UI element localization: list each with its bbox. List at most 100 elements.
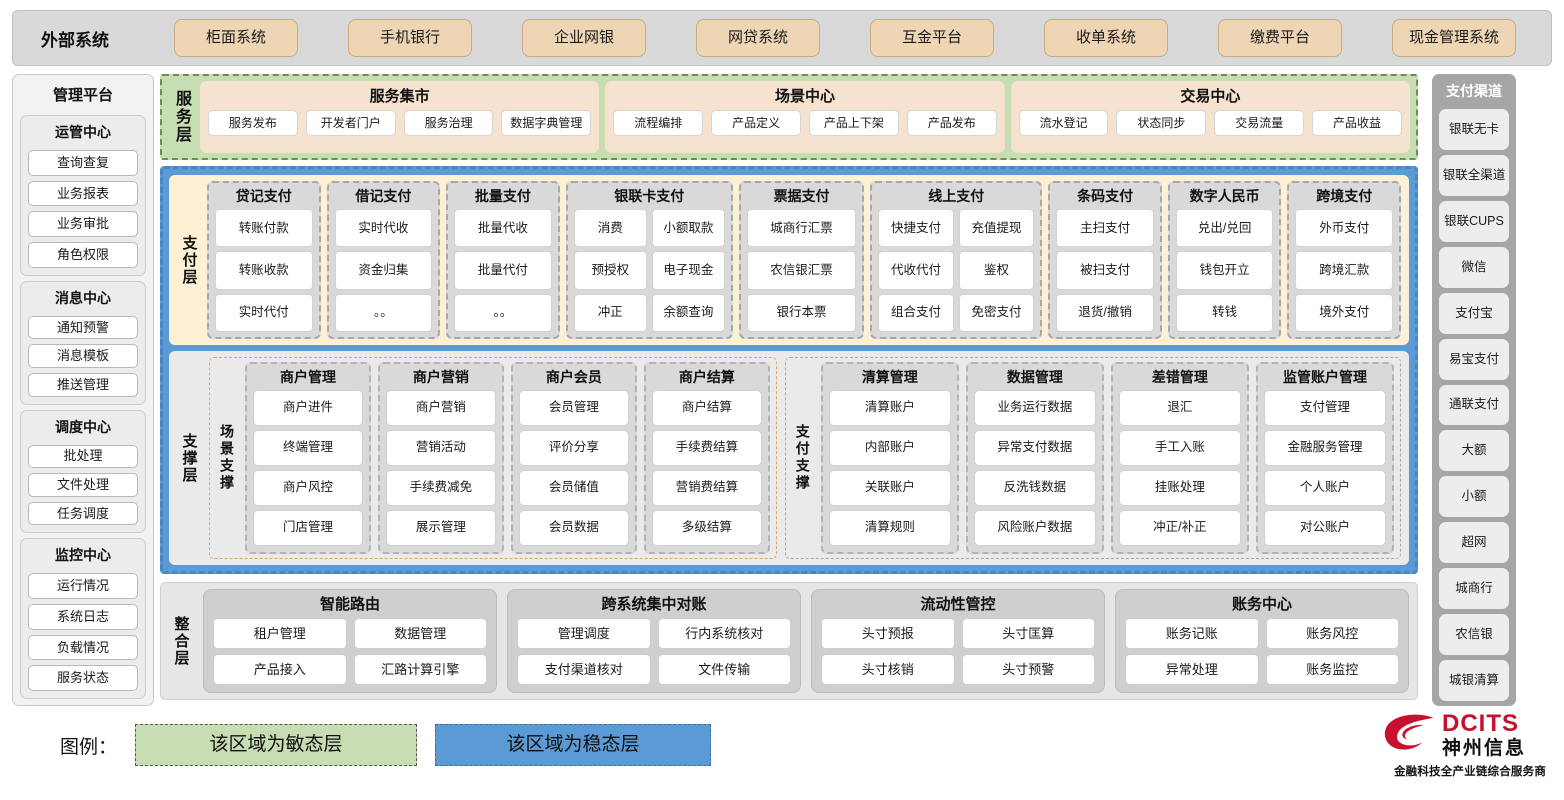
payment-item[interactable]: 消费	[573, 209, 647, 248]
payment-item[interactable]: 转账付款	[215, 209, 313, 248]
payment-item[interactable]: 批量代付	[454, 251, 552, 290]
payment-channel-item[interactable]: 大额	[1439, 430, 1509, 472]
payment-item[interactable]: 农信银汇票	[746, 251, 857, 290]
integration-item[interactable]: 头寸核销	[821, 654, 955, 685]
integration-item[interactable]: 租户管理	[213, 618, 347, 649]
payment-item[interactable]: 资金归集	[334, 251, 433, 290]
external-system-chip[interactable]: 手机银行	[348, 19, 472, 57]
integration-item[interactable]: 文件传输	[657, 654, 791, 685]
support-item[interactable]: 清算规则	[828, 510, 951, 546]
payment-item[interactable]: 城商行汇票	[746, 209, 857, 248]
integration-item[interactable]: 头寸预报	[821, 618, 955, 649]
payment-item[interactable]: 钱包开立	[1175, 251, 1274, 290]
support-item[interactable]: 会员储值	[518, 470, 629, 506]
support-item[interactable]: 商户结算	[651, 390, 762, 426]
support-item[interactable]: 门店管理	[253, 510, 363, 546]
payment-item[interactable]: 退货/撤销	[1056, 293, 1154, 332]
payment-item[interactable]: 冲正	[573, 293, 647, 332]
payment-item[interactable]: 转账收款	[215, 251, 313, 290]
service-item[interactable]: 交易流量	[1214, 110, 1305, 136]
payment-channel-item[interactable]: 通联支付	[1439, 384, 1509, 426]
external-system-chip[interactable]: 柜面系统	[174, 19, 298, 57]
support-item[interactable]: 多级结算	[651, 510, 762, 546]
support-item[interactable]: 展示管理	[385, 510, 496, 546]
payment-channel-item[interactable]: 银联CUPS	[1439, 200, 1509, 242]
payment-channel-item[interactable]: 城商行	[1439, 568, 1509, 610]
support-item[interactable]: 评价分享	[518, 430, 629, 466]
integration-item[interactable]: 行内系统核对	[657, 618, 791, 649]
integration-item[interactable]: 管理调度	[517, 618, 651, 649]
support-item[interactable]: 营销活动	[385, 430, 496, 466]
management-item[interactable]: 消息模板	[28, 344, 138, 368]
external-system-chip[interactable]: 互金平台	[870, 19, 994, 57]
payment-channel-item[interactable]: 银联无卡	[1439, 109, 1509, 150]
integration-item[interactable]: 异常处理	[1125, 654, 1259, 685]
payment-item[interactable]: 银行本票	[746, 293, 857, 332]
service-item[interactable]: 状态同步	[1116, 110, 1207, 136]
payment-item[interactable]: 跨境汇款	[1295, 251, 1393, 290]
support-item[interactable]: 冲正/补正	[1118, 510, 1241, 546]
payment-channel-item[interactable]: 银联全渠道	[1439, 154, 1509, 196]
service-item[interactable]: 流水登记	[1018, 110, 1109, 136]
payment-item[interactable]: 境外支付	[1295, 293, 1393, 332]
service-item[interactable]: 开发者门户	[305, 110, 396, 136]
integration-item[interactable]: 汇路计算引擎	[353, 654, 487, 685]
management-item[interactable]: 业务审批	[28, 211, 138, 238]
payment-channel-item[interactable]: 易宝支付	[1439, 338, 1509, 380]
external-system-chip[interactable]: 缴费平台	[1218, 19, 1342, 57]
payment-channel-item[interactable]: 小额	[1439, 476, 1509, 518]
service-item[interactable]: 产品收益	[1312, 110, 1402, 136]
payment-channel-item[interactable]: 农信银	[1439, 614, 1509, 656]
external-system-chip[interactable]: 网贷系统	[696, 19, 820, 57]
support-item[interactable]: 商户风控	[253, 470, 363, 506]
payment-item[interactable]: 小额取款	[651, 209, 725, 248]
integration-item[interactable]: 账务风控	[1265, 618, 1399, 649]
support-item[interactable]: 关联账户	[828, 470, 951, 506]
payment-item[interactable]: 。。	[334, 293, 433, 332]
service-item[interactable]: 流程编排	[613, 110, 704, 136]
payment-item[interactable]: 组合支付	[878, 293, 954, 332]
support-item[interactable]: 会员管理	[518, 390, 629, 426]
management-item[interactable]: 业务报表	[28, 180, 138, 207]
support-item[interactable]: 清算账户	[828, 390, 951, 426]
support-item[interactable]: 挂账处理	[1118, 470, 1241, 506]
payment-item[interactable]: 主扫支付	[1056, 209, 1154, 248]
payment-item[interactable]: 转钱	[1175, 293, 1274, 332]
management-item[interactable]: 通知预警	[28, 315, 138, 340]
external-system-chip[interactable]: 现金管理系统	[1392, 19, 1516, 57]
support-item[interactable]: 营销费结算	[651, 470, 762, 506]
support-item[interactable]: 手续费减免	[385, 470, 496, 506]
service-item[interactable]: 产品定义	[711, 110, 801, 136]
management-item[interactable]: 角色权限	[28, 242, 138, 268]
payment-item[interactable]: 充值提现	[958, 209, 1035, 248]
support-item[interactable]: 终端管理	[253, 430, 363, 466]
payment-item[interactable]: 实时代付	[215, 293, 313, 332]
management-item[interactable]: 文件处理	[28, 473, 138, 497]
payment-item[interactable]: 实时代收	[334, 209, 433, 248]
support-item[interactable]: 风险账户数据	[973, 510, 1096, 546]
integration-item[interactable]: 支付渠道核对	[517, 654, 651, 685]
support-item[interactable]: 业务运行数据	[973, 390, 1096, 426]
integration-item[interactable]: 账务记账	[1125, 618, 1259, 649]
payment-item[interactable]: 鉴权	[958, 251, 1035, 290]
payment-item[interactable]: 外币支付	[1295, 209, 1393, 248]
support-item[interactable]: 金融服务管理	[1263, 430, 1386, 466]
payment-channel-item[interactable]: 超网	[1439, 522, 1509, 564]
service-item[interactable]: 服务发布	[208, 110, 298, 136]
payment-item[interactable]: 预授权	[573, 251, 647, 290]
management-item[interactable]: 查询查复	[28, 150, 138, 176]
payment-item[interactable]: 电子现金	[651, 251, 725, 290]
support-item[interactable]: 对公账户	[1263, 510, 1386, 546]
payment-item[interactable]: 代收代付	[878, 251, 954, 290]
payment-item[interactable]: 余额查询	[651, 293, 725, 332]
integration-item[interactable]: 数据管理	[353, 618, 487, 649]
management-item[interactable]: 推送管理	[28, 372, 138, 397]
management-item[interactable]: 任务调度	[28, 501, 138, 526]
integration-item[interactable]: 账务监控	[1265, 654, 1399, 685]
service-item[interactable]: 数据字典管理	[501, 110, 592, 136]
integration-item[interactable]: 头寸匡算	[961, 618, 1095, 649]
service-item[interactable]: 产品发布	[906, 110, 997, 136]
management-item[interactable]: 系统日志	[28, 603, 138, 630]
support-item[interactable]: 反洗钱数据	[973, 470, 1096, 506]
service-item[interactable]: 产品上下架	[808, 110, 899, 136]
